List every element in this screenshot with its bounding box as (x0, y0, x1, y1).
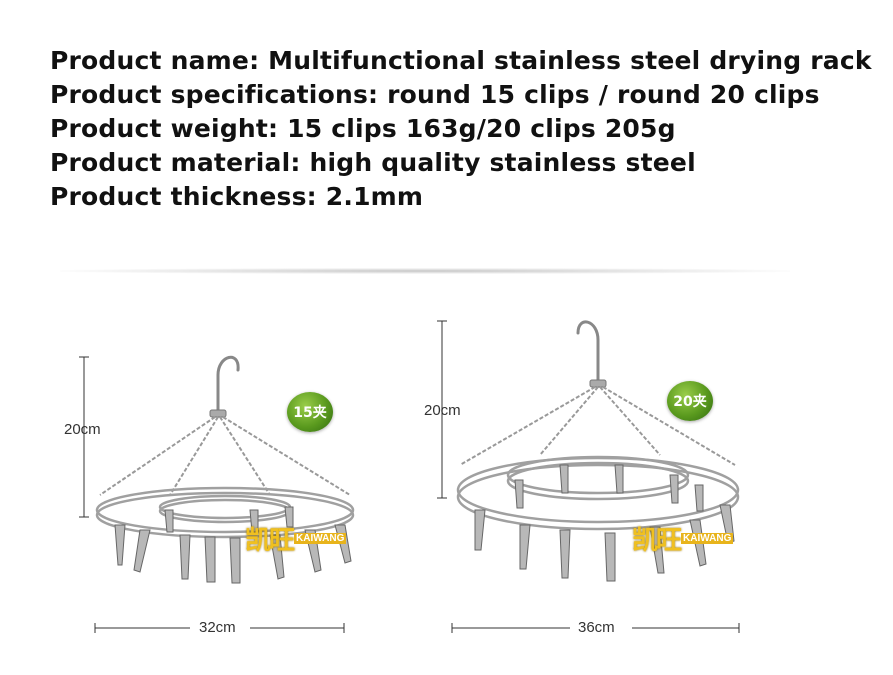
height-label-15: 20cm (64, 421, 101, 438)
product-image-20-clips (437, 320, 740, 633)
clip-count-badge-15: 15夹 (287, 392, 333, 432)
spec-product-material: Product material: high quality stainless… (50, 148, 696, 177)
brand-watermark-en: KAIWANG (681, 533, 734, 544)
height-dimension-line (79, 356, 89, 518)
brand-watermark-en: KAIWANG (294, 533, 347, 544)
brand-watermark-20: 凯旺 KAIWANG (632, 520, 734, 557)
spec-product-name: Product name: Multifunctional stainless … (50, 46, 872, 75)
hook-icon (576, 320, 600, 382)
hook-icon (216, 356, 240, 412)
width-dimension-line (94, 623, 345, 633)
spec-product-specifications: Product specifications: round 15 clips /… (50, 80, 820, 109)
width-dimension-line (451, 623, 740, 633)
height-dimension-line (437, 320, 447, 499)
product-image-15-clips (79, 356, 355, 633)
brand-watermark-cn: 凯旺 (245, 526, 295, 556)
clip-count-badge-20: 20夹 (667, 381, 713, 421)
spec-product-weight: Product weight: 15 clips 163g/20 clips 2… (50, 114, 676, 143)
spec-list: Product name: Multifunctional stainless … (50, 44, 872, 214)
width-label-20: 36cm (578, 619, 615, 636)
section-divider (60, 268, 790, 274)
width-label-15: 32cm (199, 619, 236, 636)
brand-watermark-cn: 凯旺 (632, 526, 682, 556)
spec-product-thickness: Product thickness: 2.1mm (50, 182, 424, 211)
height-label-20: 20cm (424, 402, 461, 419)
brand-watermark-15: 凯旺 KAIWANG (245, 520, 347, 557)
